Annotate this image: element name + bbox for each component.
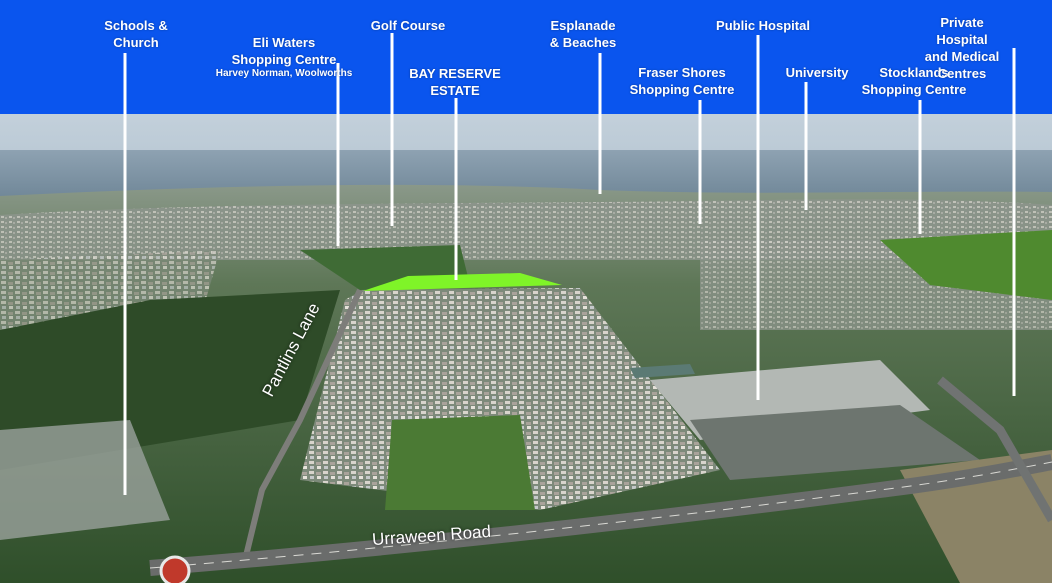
pointer-lines (123, 33, 1016, 495)
pond (630, 364, 695, 378)
label-fraser-shores: Fraser Shores Shopping Centre (629, 65, 735, 97)
label-eli-waters-title: Eli Waters Shopping Centre (231, 35, 337, 67)
road-pantlins (242, 288, 363, 561)
label-eli-waters-subtitle: Harvey Norman, Woolworths (215, 68, 353, 79)
blue-banner (0, 0, 1052, 114)
road-right (937, 376, 1052, 523)
label-golf-course: Golf Course (370, 18, 446, 33)
label-public-hospital: Public Hospital (716, 18, 810, 33)
label-university: University (785, 65, 849, 80)
label-esplanade-beaches: Esplanade & Beaches (549, 18, 617, 50)
bay-reserve-estate-highlight (363, 273, 562, 291)
label-private-hospital: Private Hospital and Medical Centres (924, 15, 1000, 81)
roundabout (159, 555, 191, 583)
green-field-right (880, 230, 1052, 300)
open-paddock (385, 415, 535, 510)
hospital-carpark (690, 405, 980, 480)
label-stocklands: Stocklands Shopping Centre (861, 65, 967, 97)
road-urraween-markings (149, 461, 1052, 569)
school-left (0, 420, 170, 540)
label-schools-church: Schools & Church (104, 18, 168, 50)
label-bay-reserve-estate: BAY RESERVE ESTATE (409, 66, 501, 98)
label-eli-waters: Eli Waters Shopping Centre Harvey Norman… (216, 17, 353, 97)
